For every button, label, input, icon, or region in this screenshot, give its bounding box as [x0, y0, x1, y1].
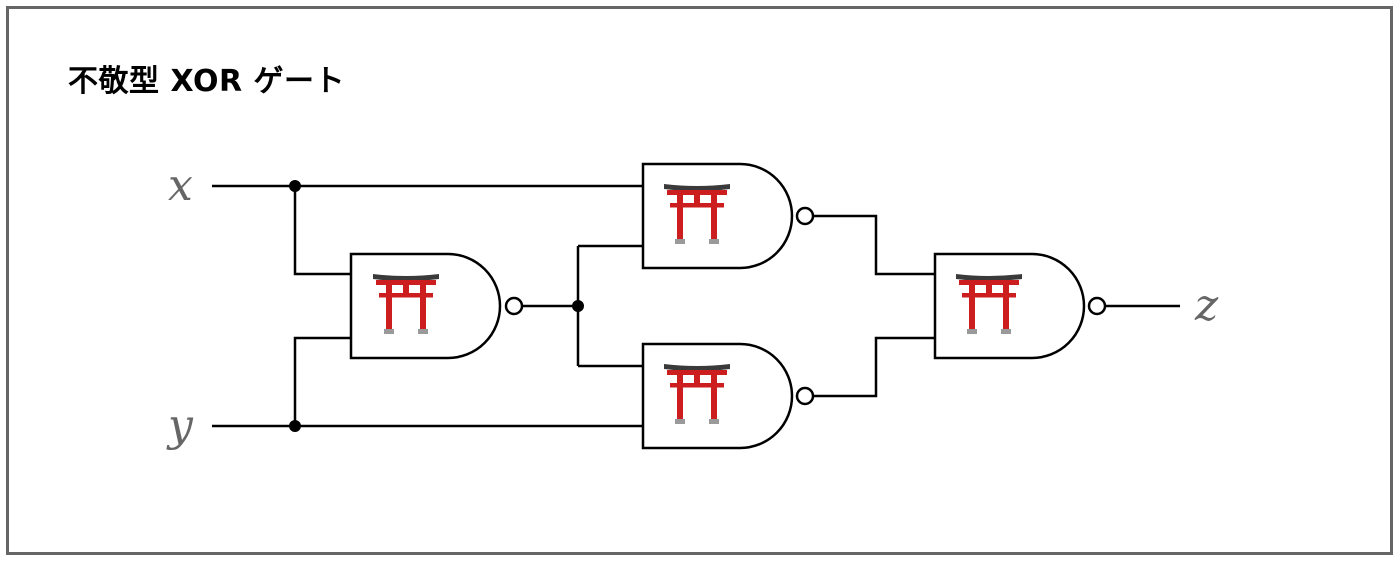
nand-gate-4 — [933, 252, 1107, 360]
inversion-bubble — [795, 386, 815, 406]
wire-gate-2-to-gate-4 — [813, 214, 935, 276]
nand-gate-2 — [641, 162, 815, 270]
junction-dot-y — [289, 420, 301, 432]
wire-gate-3-to-gate-4 — [813, 336, 935, 398]
diagram-frame — [6, 6, 1393, 555]
junction-dot-mid — [572, 300, 584, 312]
input-label-x: x — [168, 160, 193, 211]
wire-y-to-gate-1 — [293, 336, 351, 426]
nand-gate-3 — [641, 342, 815, 450]
wires — [212, 184, 1180, 428]
inversion-bubble — [504, 296, 524, 316]
inversion-bubble — [1087, 296, 1107, 316]
nand-gate-1 — [349, 252, 524, 360]
wire-x-to-gate-1 — [293, 186, 351, 276]
inversion-bubble — [795, 206, 815, 226]
diagram-title: 不敬型 XOR ゲート — [68, 64, 346, 99]
output-label-z: z — [1194, 280, 1219, 331]
input-label-y: y — [166, 400, 194, 451]
junctions — [289, 180, 584, 432]
junction-dot-x — [289, 180, 301, 192]
